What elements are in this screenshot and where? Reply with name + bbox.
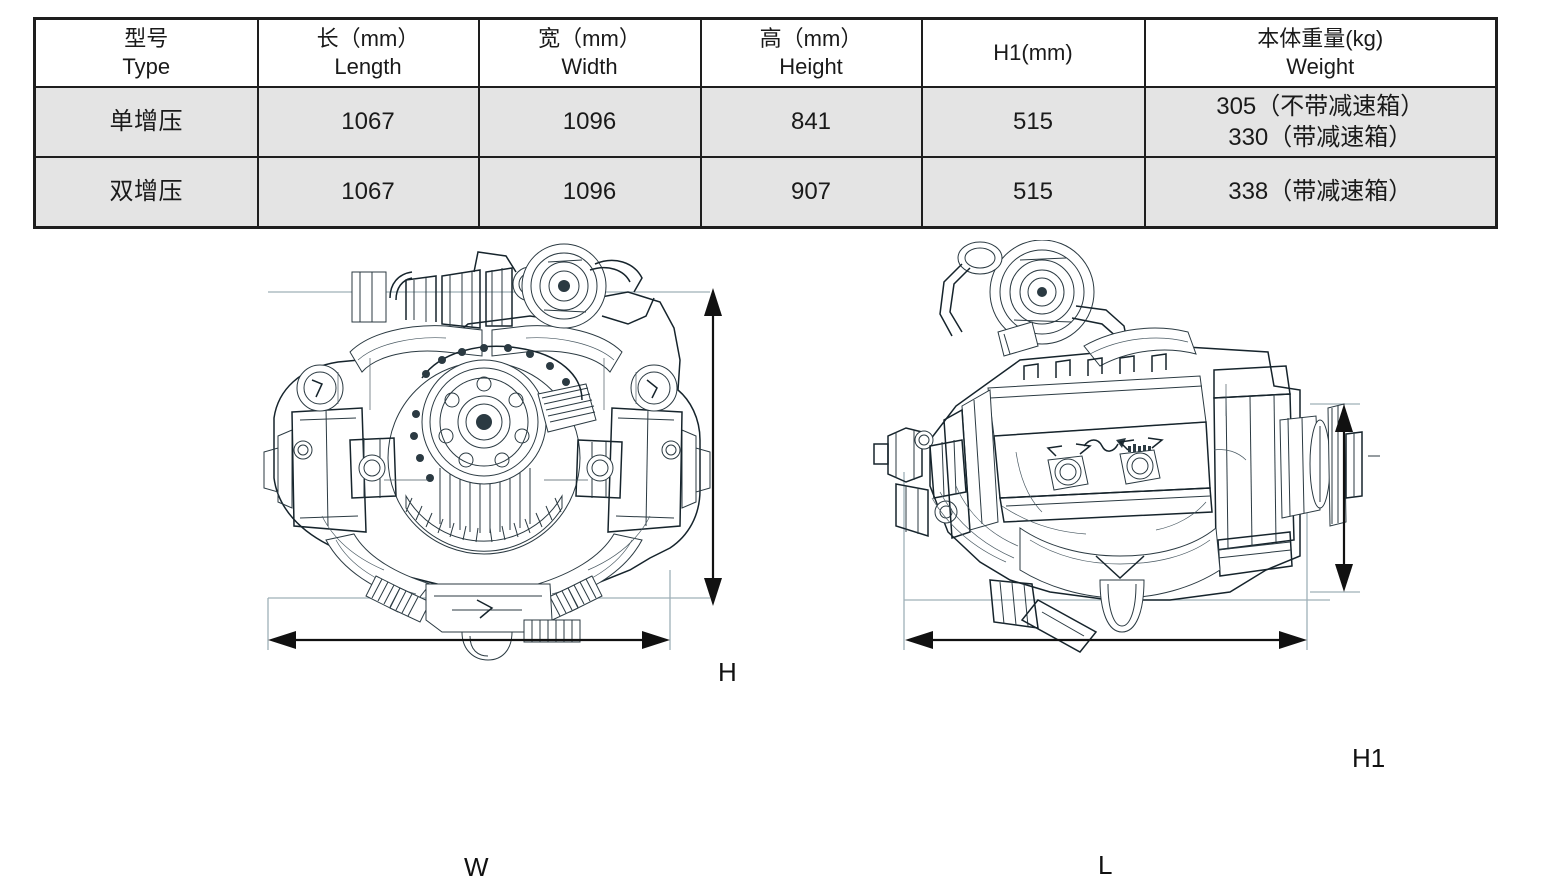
table-row: 双增压 1067 1096 907 515 338（带减速箱） <box>33 156 1498 229</box>
cell-type-twin-turbo: 双增压 <box>33 156 259 229</box>
value-length: 1067 <box>341 178 395 206</box>
cell-length: 1067 <box>256 86 480 158</box>
value-weight-line1: 305（不带减速箱） <box>1216 92 1425 120</box>
value-h1: 515 <box>1012 108 1054 136</box>
cell-weight: 338（带减速箱） <box>1143 156 1498 229</box>
boxer-engine-front-view-svg <box>263 243 711 661</box>
header-length-en: Length <box>334 54 402 79</box>
header-type-en: Type <box>122 54 171 79</box>
value-length: 1067 <box>341 108 395 136</box>
bolt-circle <box>438 376 530 468</box>
turbocharger-side <box>939 240 1129 357</box>
header-h1-cn: H1(mm) <box>993 40 1073 66</box>
spec-table: 型号 Type 长（mm） Length 宽（mm） Width 高（mm） H… <box>33 17 1498 229</box>
cell-width: 1096 <box>477 86 702 158</box>
cell-width: 1096 <box>477 156 702 229</box>
value-weight-line2: 330（带减速箱） <box>1228 124 1413 151</box>
value-type: 单增压 <box>109 108 183 136</box>
header-cell-length: 长（mm） Length <box>256 17 480 88</box>
header-height-cn: 高（mm） <box>759 26 863 52</box>
cell-weight: 305（不带减速箱） 330（带减速箱） <box>1143 86 1498 158</box>
cooling-fan-assembly <box>387 344 597 555</box>
value-width: 1096 <box>562 108 617 136</box>
value-weight-line1: 338（带减速箱） <box>1228 178 1413 206</box>
header-cell-height: 高（mm） Height <box>699 17 923 88</box>
cell-height: 907 <box>699 156 923 229</box>
dimension-label-length: L <box>1098 850 1113 880</box>
header-length-cn: 长（mm） <box>316 26 420 52</box>
turbocharger-front <box>473 243 655 329</box>
cell-height: 841 <box>699 86 923 158</box>
dimension-arrow-H <box>704 288 722 606</box>
exhaust-flange-left <box>365 575 431 623</box>
header-height-en: Height <box>779 54 843 79</box>
front-view-drawing <box>230 240 790 668</box>
header-type-cn: 型号 <box>124 26 169 52</box>
engine-body-side <box>873 240 1380 653</box>
dimension-arrow-L <box>905 631 1307 649</box>
header-cell-weight: 本体重量(kg) Weight <box>1143 17 1498 88</box>
header-cell-h1: H1(mm) <box>920 17 1146 88</box>
reduction-gearbox <box>1213 365 1380 577</box>
dimension-label-height: H <box>718 657 737 687</box>
specification-table: 型号 Type 长（mm） Length 宽（mm） Width 高（mm） H… <box>33 17 1498 229</box>
cell-h1: 515 <box>920 86 1146 158</box>
valve-cap-right <box>1118 437 1164 485</box>
value-type: 双增压 <box>109 178 183 206</box>
table-row: 单增压 1067 1096 841 515 305（不带减速箱） 330（带减速… <box>33 86 1498 158</box>
injector-rail <box>1023 353 1167 380</box>
engine-technical-drawings: H W H1 L <box>0 240 1550 882</box>
header-cell-type: 型号 Type <box>33 17 259 88</box>
dimension-label-h1: H1 <box>1352 743 1386 773</box>
value-width: 1096 <box>562 178 617 206</box>
header-width-en: Width <box>561 54 618 79</box>
header-weight-en: Weight <box>1286 54 1355 79</box>
value-height: 907 <box>790 178 832 206</box>
header-cell-width: 宽（mm） Width <box>477 17 702 88</box>
cell-h1: 515 <box>920 156 1146 229</box>
dimension-arrow-H1 <box>1335 404 1353 592</box>
cell-length: 1067 <box>256 156 480 229</box>
dimension-label-width: W <box>464 852 489 882</box>
engine-body-outline <box>263 243 711 661</box>
header-width-cn: 宽（mm） <box>538 26 641 52</box>
table-header-row: 型号 Type 长（mm） Length 宽（mm） Width 高（mm） H… <box>33 17 1498 88</box>
boxer-engine-side-view-svg <box>873 240 1380 653</box>
header-weight-cn: 本体重量(kg) <box>1257 26 1384 52</box>
side-view-drawing <box>870 240 1430 668</box>
valve-cap-left <box>1046 443 1092 491</box>
value-height: 841 <box>790 108 832 136</box>
dimension-arrow-W <box>268 631 670 649</box>
value-h1: 515 <box>1012 178 1054 206</box>
cell-type-single-turbo: 单增压 <box>33 86 259 158</box>
dimension-overlay <box>268 288 1353 649</box>
